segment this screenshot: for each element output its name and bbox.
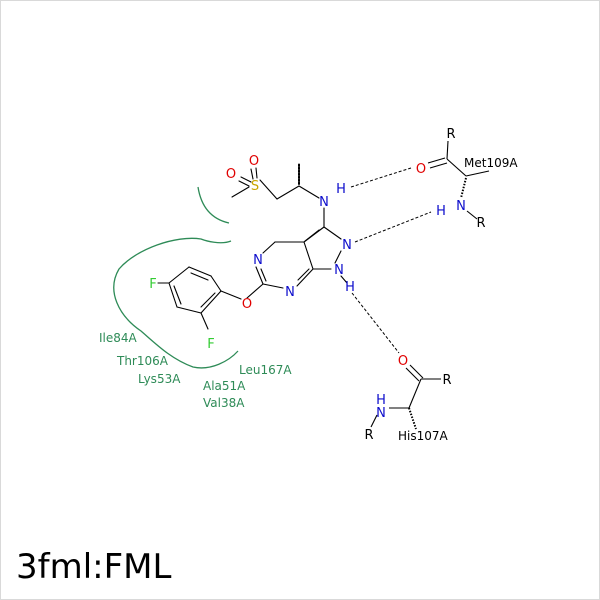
amine-hydrogen: H (336, 182, 346, 197)
residue-label-ala51a: Ala51A (203, 379, 246, 393)
hydrophobic-contact-arcs (113, 186, 239, 369)
bond (200, 292, 216, 308)
bond (176, 306, 202, 314)
met-hydrogen: H (436, 204, 446, 219)
bond (323, 226, 342, 240)
fluorine-atom-1: F (149, 277, 156, 292)
bond (238, 180, 250, 187)
residue-label-his107a: His107A (398, 429, 449, 443)
bond (255, 167, 258, 179)
residue-label-val38a: Val38A (203, 396, 245, 410)
met-nitrogen: N (456, 199, 466, 214)
sulfonyl-oxygen-1: O (249, 154, 259, 169)
his-oxygen: O (398, 354, 408, 369)
met-oxygen: O (416, 162, 426, 177)
bond (446, 158, 467, 177)
residue-labels: Met109A His107A Ile84A Thr106A Lys53A Le… (99, 156, 518, 443)
his-hydrogen: H (376, 393, 386, 408)
residue-label-ile84a: Ile84A (99, 331, 138, 345)
hydrophobic-arc-upper (197, 186, 230, 224)
bond (200, 290, 222, 314)
bond (429, 162, 448, 169)
pyrazole-hydrogen: H (345, 280, 355, 295)
residue-label-met109a: Met109A (464, 156, 518, 170)
bond (250, 168, 254, 180)
bond (220, 290, 242, 300)
met-atom-labels: R O N H R (416, 127, 486, 231)
sulfur-atom: S (251, 179, 259, 194)
bond (408, 407, 417, 430)
bond (168, 282, 178, 308)
bond (427, 157, 446, 164)
bond (190, 272, 209, 281)
bond (465, 170, 490, 177)
his-atom-labels: O R H N R (364, 354, 451, 443)
pyrimidine-nitrogen-bottom: N (285, 285, 295, 300)
amine-nitrogen: N (319, 195, 329, 210)
hbond-pyrazole-met-nh (354, 211, 432, 243)
pyrazole-nitrogen-2: N (342, 238, 352, 253)
bond (409, 364, 424, 379)
hydrophobic-arc-lower (113, 237, 239, 369)
residue-label-thr106a: Thr106A (116, 354, 169, 368)
structure-caption: 3fml:FML (16, 547, 172, 587)
bond (276, 185, 300, 200)
his-r-group-1: R (442, 373, 451, 388)
his-r-group-2: R (364, 428, 373, 443)
bond (446, 140, 449, 160)
bond (173, 285, 182, 305)
fluorine-atom-2: F (207, 337, 214, 352)
pyrazole-nitrogen-1: N (334, 263, 344, 278)
bond (466, 210, 478, 220)
ether-oxygen: O (242, 297, 252, 312)
sulfonyl-oxygen-2: O (226, 167, 236, 182)
bond (255, 266, 264, 285)
residue-label-leu167a: Leu167A (239, 363, 292, 377)
bond (188, 266, 212, 277)
bond (240, 176, 252, 183)
bond (460, 177, 467, 199)
bond (262, 241, 276, 254)
ligand-atom-labels: O O S N H N N H N N O F F (149, 154, 355, 352)
hydrogen-bonds (350, 167, 432, 354)
bond (200, 312, 209, 330)
hbond-pyrazole-his-o (351, 292, 400, 354)
hbond-amine-met-o (350, 167, 412, 188)
bond (334, 250, 342, 264)
bond (298, 185, 320, 199)
bond (259, 179, 278, 200)
bond (303, 241, 314, 270)
bond (405, 367, 420, 382)
bond (304, 229, 320, 242)
bond (210, 275, 222, 292)
met-residue-bonds (427, 140, 490, 220)
bond (246, 283, 264, 299)
met-r-group-1: R (446, 127, 455, 142)
his-nitrogen: N (376, 406, 386, 421)
his-residue-bonds (370, 364, 441, 430)
bond (297, 268, 310, 281)
bond (340, 275, 348, 284)
bond (168, 266, 190, 284)
ligand-bonds (157, 162, 348, 330)
bond (370, 414, 378, 428)
pyrimidine-nitrogen-top: N (253, 253, 263, 268)
met-r-group-2: R (476, 216, 485, 231)
bond (408, 378, 422, 409)
bond (231, 186, 250, 198)
bond (296, 268, 314, 287)
bond (262, 283, 284, 289)
residue-label-lys53a: Lys53A (138, 372, 181, 386)
bond (260, 268, 267, 282)
